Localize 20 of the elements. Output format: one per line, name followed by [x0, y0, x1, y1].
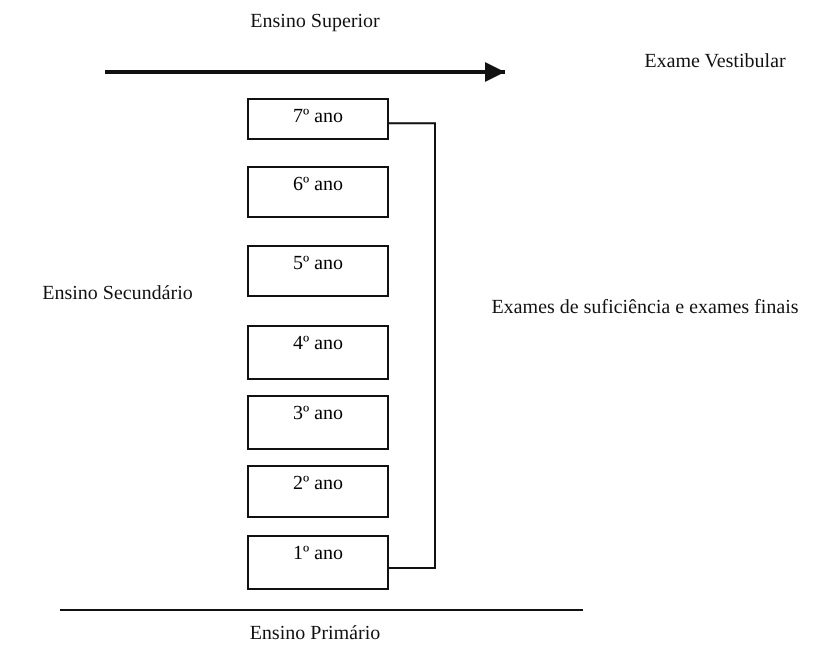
grade-box	[247, 535, 389, 590]
grade-box	[247, 325, 389, 380]
grade-box	[247, 465, 389, 518]
grade-label: 5º ano	[292, 252, 344, 274]
section-label: Ensino Secundário	[41, 282, 194, 305]
section-label: Exame Vestibular	[643, 50, 787, 73]
section-label: Ensino Superior	[249, 10, 381, 33]
grade-box	[247, 98, 389, 140]
grade-box	[247, 395, 389, 450]
grade-label: 1º ano	[292, 542, 344, 564]
grade-label: 3º ano	[292, 402, 344, 424]
grade-label: 7º ano	[292, 105, 344, 127]
grade-box	[247, 245, 389, 297]
grade-label: 2º ano	[292, 472, 344, 494]
bracket-connector	[389, 122, 436, 569]
grade-box	[247, 166, 389, 218]
grade-label: 4º ano	[292, 332, 344, 354]
section-label: Exames de suficiência e exames finais	[490, 296, 800, 319]
grade-label: 6º ano	[292, 173, 344, 195]
section-label: Ensino Primário	[248, 622, 382, 645]
